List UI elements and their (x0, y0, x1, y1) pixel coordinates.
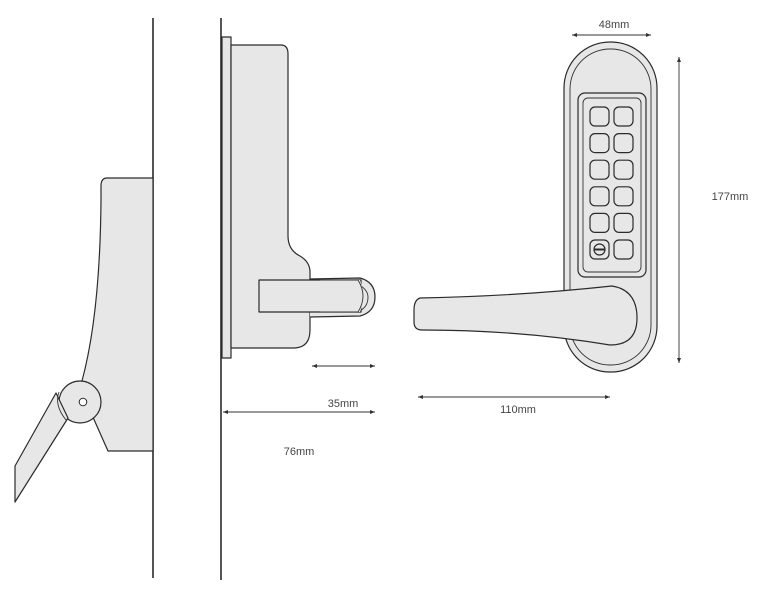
outside-lever-side-view (221, 36, 376, 359)
dimension-48mm: 48mm (572, 19, 651, 37)
dimension-35mm: 35mm (312, 364, 375, 410)
keypad-key (613, 212, 634, 233)
keypad-key (589, 159, 610, 180)
pivot-screw (78, 397, 88, 407)
dimension-label-177mm: 177mm (712, 191, 749, 203)
dimension-110mm: 110mm (418, 395, 610, 416)
keypad-key (589, 106, 610, 127)
lever-handle (413, 285, 638, 346)
dimension-label-110mm: 110mm (500, 404, 536, 416)
keypad-keys (589, 106, 634, 260)
dimension-76mm: 76mm (223, 410, 375, 458)
keypad-key (613, 159, 634, 180)
keypad-frame (577, 92, 647, 278)
keypad-key (589, 212, 610, 233)
dimension-label-48mm: 48mm (599, 19, 630, 31)
dimension-label-35mm: 35mm (328, 398, 359, 410)
keypad-key (613, 186, 634, 207)
backplate (221, 36, 232, 359)
keypad-key (589, 133, 610, 154)
keypad-front-view (413, 41, 658, 373)
dimension-177mm: 177mm (677, 57, 748, 363)
dimension-label-76mm: 76mm (284, 446, 315, 458)
keypad-key (613, 133, 634, 154)
inside-lever-side-view (14, 177, 154, 503)
keypad-key (613, 239, 634, 260)
keypad-key (589, 186, 610, 207)
keypad-key (613, 106, 634, 127)
